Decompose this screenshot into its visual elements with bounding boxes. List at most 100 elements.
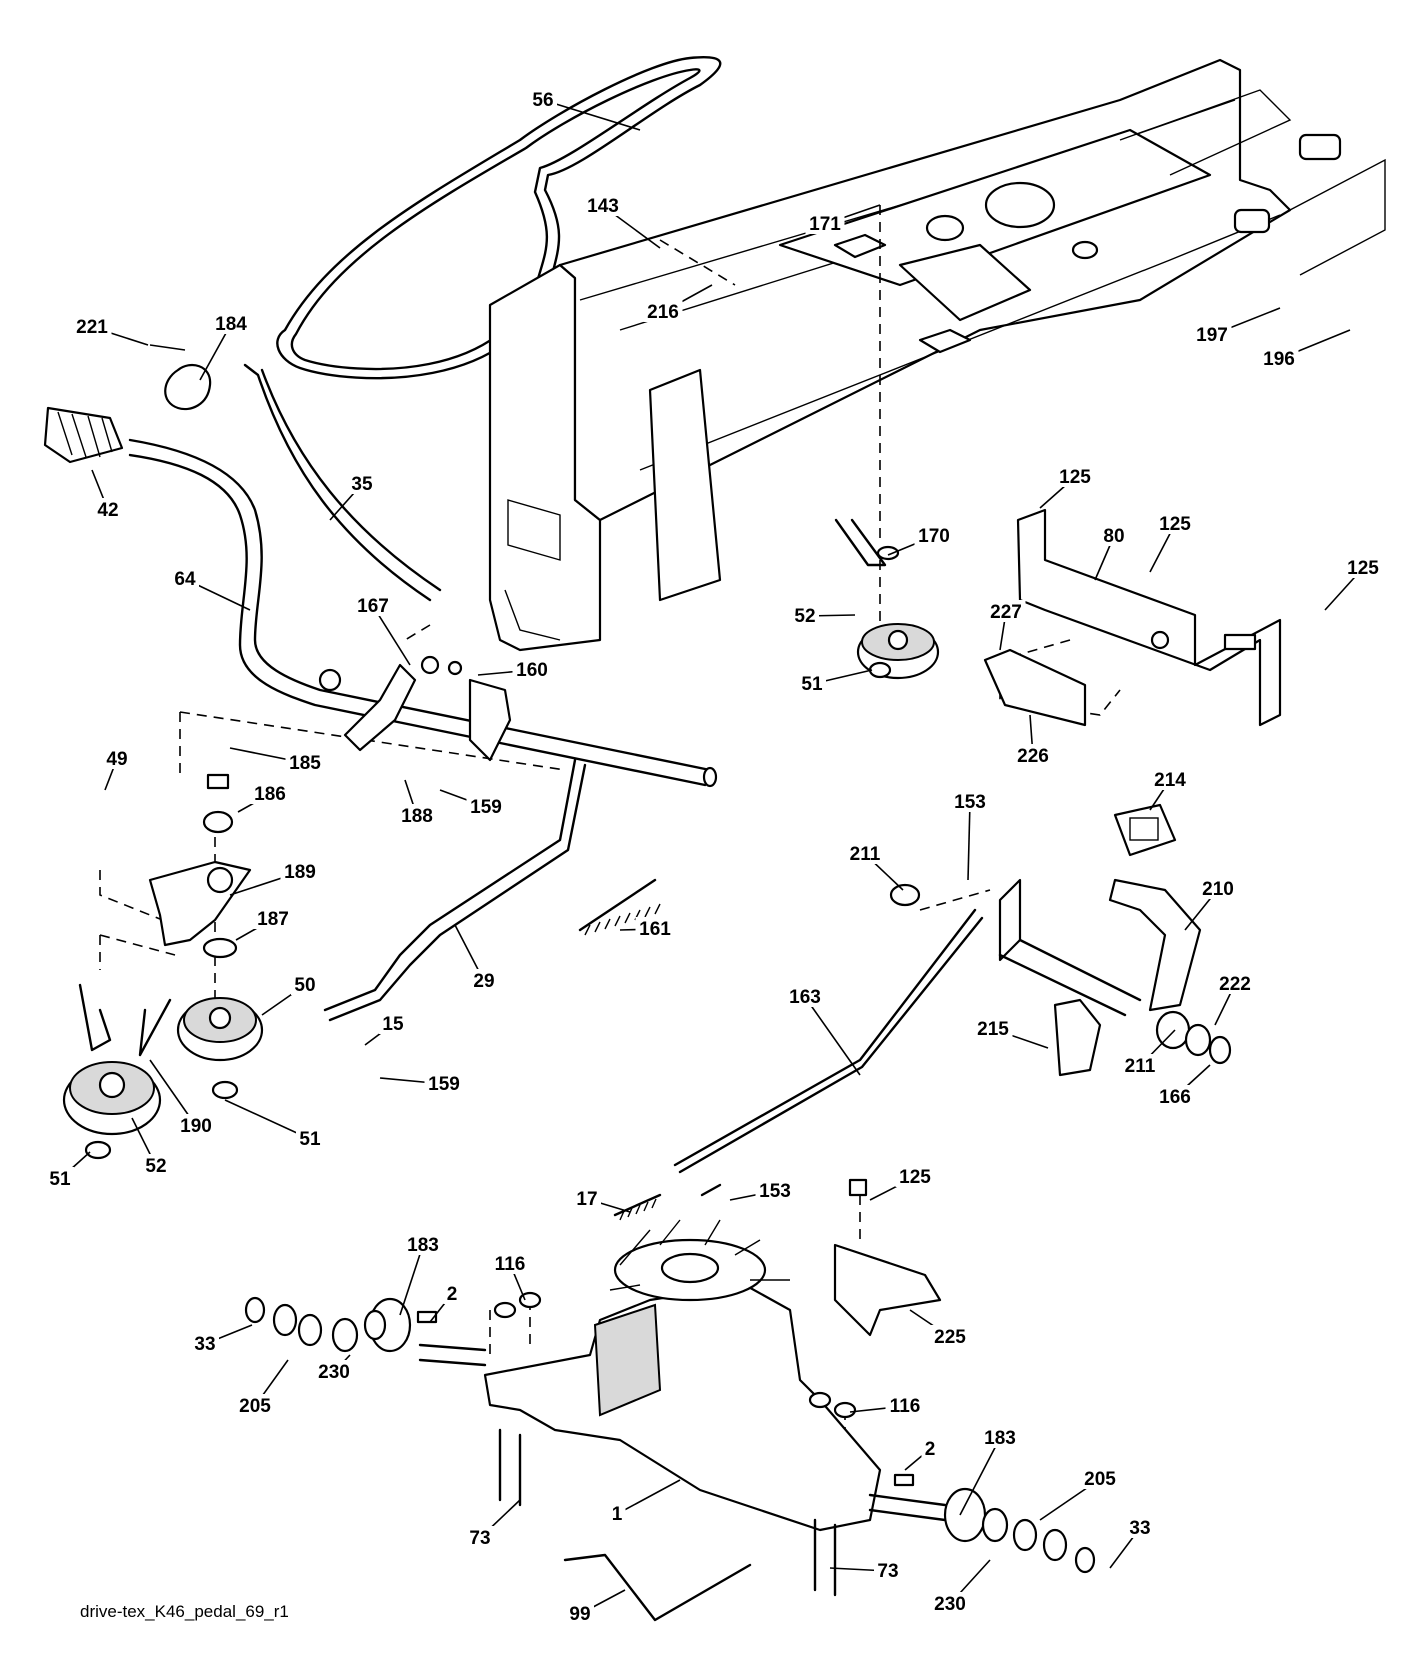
callout-bg [885,1394,925,1416]
callout-c210: 210 [1184,877,1238,931]
callout-bg [296,1127,324,1149]
callout-bg [424,1072,464,1094]
callout-bg [986,600,1026,622]
callout-c51c: 51 [46,1151,91,1190]
callout-c52b: 52 [131,1117,170,1177]
callout-c205a: 205 [235,1359,289,1417]
tractor-frame [488,58,1386,652]
part-number-label: 153 [954,792,986,813]
callout-bg [643,300,683,322]
callout-c189: 189 [229,860,320,896]
callout-bg [785,985,825,1007]
lift-lever-assembly [43,344,718,788]
callout-bg [566,1602,594,1624]
part-number-label: 190 [180,1116,212,1137]
callout-bg [211,312,251,334]
callout-c221: 221 [72,315,149,346]
callout-c185: 185 [229,747,325,774]
callout-c80: 80 [1094,524,1128,581]
callout-c42: 42 [91,469,122,521]
part-number-label: 160 [516,660,548,681]
part-number-label: 17 [576,1189,597,1210]
callout-bg [72,315,112,337]
callout-c190: 190 [149,1059,216,1137]
callout-c211a: 211 [845,842,904,891]
part-number-label: 230 [934,1594,966,1615]
diagram-caption: drive-tex_K46_pedal_69_r1 [80,1602,289,1621]
callout-c230a: 230 [314,1354,354,1383]
callout-bg [1343,556,1383,578]
callout-bg [191,1332,219,1354]
callout-c52a: 52 [791,604,856,627]
callout-c163: 163 [785,985,861,1076]
callout-c99: 99 [566,1589,626,1625]
part-number-label: 49 [106,749,127,770]
leader-line [804,996,861,1076]
callout-c160: 160 [477,658,552,681]
callout-bg [142,1154,170,1176]
callout-bg [250,782,290,804]
transaxle [418,1219,947,1532]
part-number-label: 29 [473,971,494,992]
callout-bg [1100,524,1128,546]
callout-bg [466,1526,494,1548]
callout-bg [176,1114,216,1136]
part-number-label: 33 [1129,1518,1150,1539]
part-number-label: 214 [1154,770,1186,791]
callout-bg [314,1360,354,1382]
callout-c166: 166 [1155,1064,1211,1108]
part-number-label: 205 [1084,1469,1116,1490]
leader-line [967,801,971,881]
part-number-label: 56 [532,90,553,111]
callout-c159b: 159 [379,1072,464,1095]
callout-c197: 197 [1192,307,1281,346]
callout-c125a: 125 [1039,465,1095,509]
part-number-label: 125 [1059,467,1091,488]
pedal-bracket-80 [983,508,1282,727]
callout-c216: 216 [643,284,713,323]
callout-bg [1155,1085,1195,1107]
callout-c15: 15 [364,1012,407,1046]
part-number-label: 210 [1202,879,1234,900]
callout-c116a: 116 [490,1252,530,1301]
callout-c56: 56 [529,88,641,131]
part-number-label: 33 [194,1334,215,1355]
callout-c116b: 116 [849,1394,925,1417]
part-number-label: 2 [447,1284,458,1305]
part-number-label: 230 [318,1362,350,1383]
part-number-label: 166 [1159,1087,1191,1108]
callout-bg [950,790,990,812]
part-number-label: 189 [284,862,316,883]
callout-bg [1198,877,1238,899]
callout-c170: 170 [887,524,954,556]
part-number-label: 35 [351,474,373,495]
part-number-label: 197 [1196,325,1228,346]
callout-bg [1192,323,1232,345]
callout-bg [1120,1054,1160,1076]
part-number-label: 51 [801,674,823,695]
part-number-label: 99 [569,1604,590,1625]
callout-bg [1259,347,1299,369]
part-number-label: 167 [357,596,389,617]
leader-line [616,1479,681,1515]
part-number-label: 73 [469,1528,490,1549]
callout-c167: 167 [353,594,411,666]
part-number-label: 216 [647,302,679,323]
callout-bg [466,795,506,817]
callout-bg [529,88,557,110]
callout-c49: 49 [103,747,131,791]
part-number-label: 161 [639,919,671,940]
callout-bg [874,1559,902,1581]
callout-bg [291,973,319,995]
callout-bg [1150,768,1190,790]
callout-c227: 227 [986,600,1026,651]
callout-c205b: 205 [1039,1467,1120,1521]
callout-bg [512,658,552,680]
callout-c33a: 33 [191,1324,253,1355]
callout-bg [791,604,819,626]
rod-99 [563,1553,752,1622]
part-number-label: 211 [850,844,881,865]
callout-bg [490,1252,530,1274]
callout-c183b: 183 [959,1426,1020,1516]
